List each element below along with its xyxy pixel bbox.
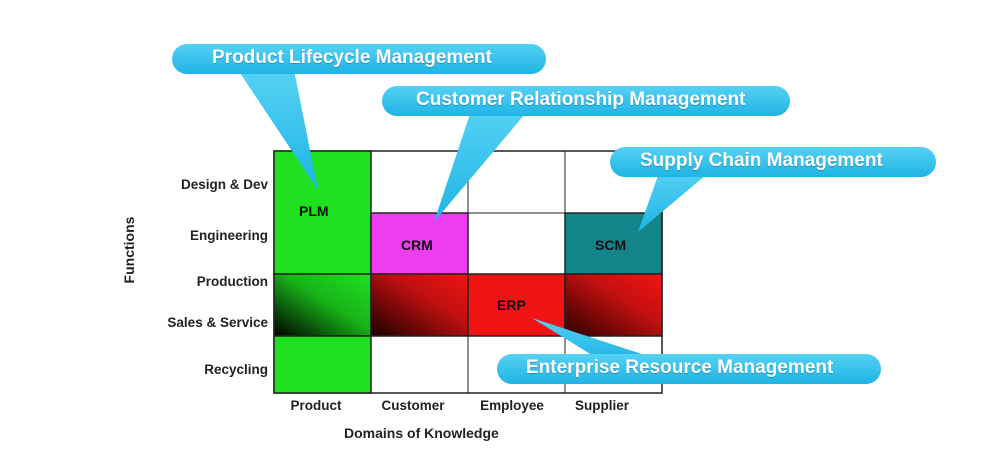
row-label-sales-service: Sales & Service: [167, 315, 268, 330]
plm-block-bottom: [273, 335, 372, 394]
domains-axis-title: Domains of Knowledge: [344, 425, 499, 441]
col-label-supplier: Supplier: [574, 398, 629, 413]
plm-callout-shape: [172, 44, 546, 190]
erp-block-supplier: [564, 273, 663, 337]
crm-label: CRM: [401, 237, 433, 253]
col-label-product: Product: [290, 398, 342, 413]
erp-label: ERP: [497, 297, 526, 313]
scm-callout-text: Supply Chain Management: [640, 150, 883, 171]
plm-label: PLM: [299, 203, 329, 219]
col-label-employee: Employee: [480, 398, 544, 413]
plm-block-middle: [273, 273, 372, 337]
row-label-engineering: Engineering: [189, 228, 268, 243]
col-label-customer: Customer: [381, 398, 445, 413]
crm-callout-text: Customer Relationship Management: [416, 89, 746, 110]
crm-callout-shape: [382, 86, 790, 222]
scm-callout-shape: [610, 147, 936, 232]
crm-block: [370, 212, 469, 275]
erp-block-customer: [370, 273, 469, 337]
row-label-design-dev: Design & Dev: [180, 177, 268, 192]
plm-callout-text: Product Lifecycle Management: [212, 47, 492, 68]
erp-callout-shape: [497, 318, 881, 384]
row-label-recycling: Recycling: [204, 362, 268, 377]
row-label-production: Production: [196, 274, 268, 289]
functions-axis-title: Functions: [121, 216, 137, 284]
erp-callout-text: Enterprise Resource Management: [526, 357, 834, 378]
scm-label: SCM: [595, 237, 627, 253]
